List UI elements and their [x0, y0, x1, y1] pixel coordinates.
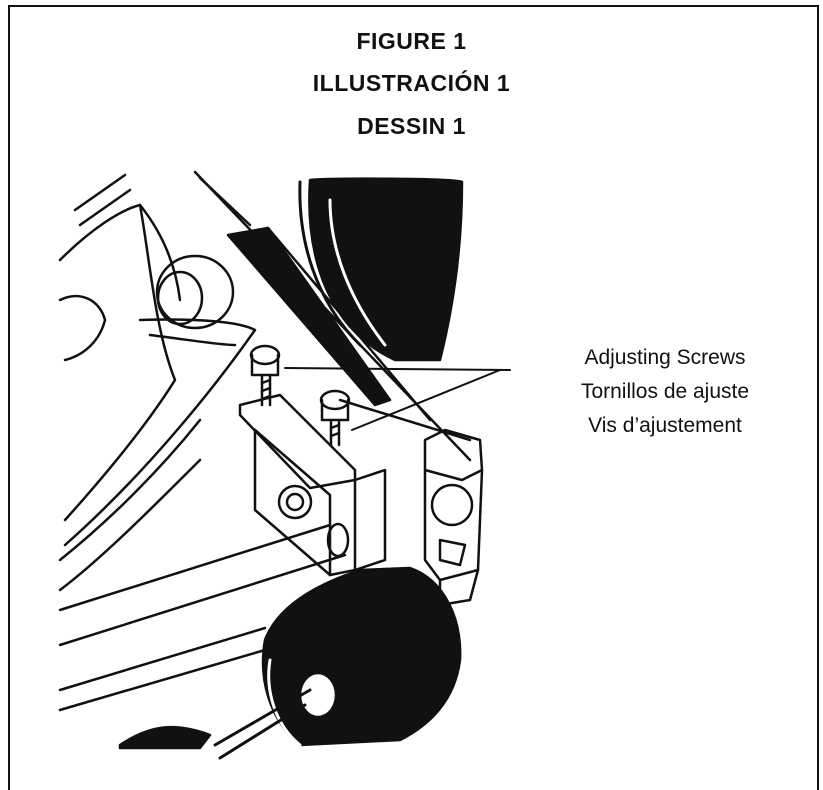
- callout-english: Adjusting Screws: [584, 346, 746, 369]
- callout-leaders: [284, 367, 511, 431]
- arm: [63, 318, 257, 547]
- black-roller: [213, 566, 462, 760]
- callout-spanish: Tornillos de ajuste: [580, 380, 750, 403]
- shaft: [58, 522, 350, 712]
- clamp: [423, 428, 484, 607]
- figure-title-english: FIGURE 1: [356, 28, 467, 54]
- blade-guard: [73, 170, 472, 462]
- base-shadow: [118, 725, 212, 750]
- figure-title-spanish: ILLUSTRACIÓN 1: [312, 70, 511, 96]
- adjusting-screw-left: [249, 344, 281, 407]
- callout-french: Vis d’ajustement: [588, 414, 742, 437]
- knob: [155, 254, 235, 330]
- figure-frame: [8, 5, 819, 790]
- figure-title-french: DESSIN 1: [357, 113, 466, 139]
- adjusting-screw-right: [319, 389, 351, 447]
- adjusting-bracket: [238, 393, 387, 577]
